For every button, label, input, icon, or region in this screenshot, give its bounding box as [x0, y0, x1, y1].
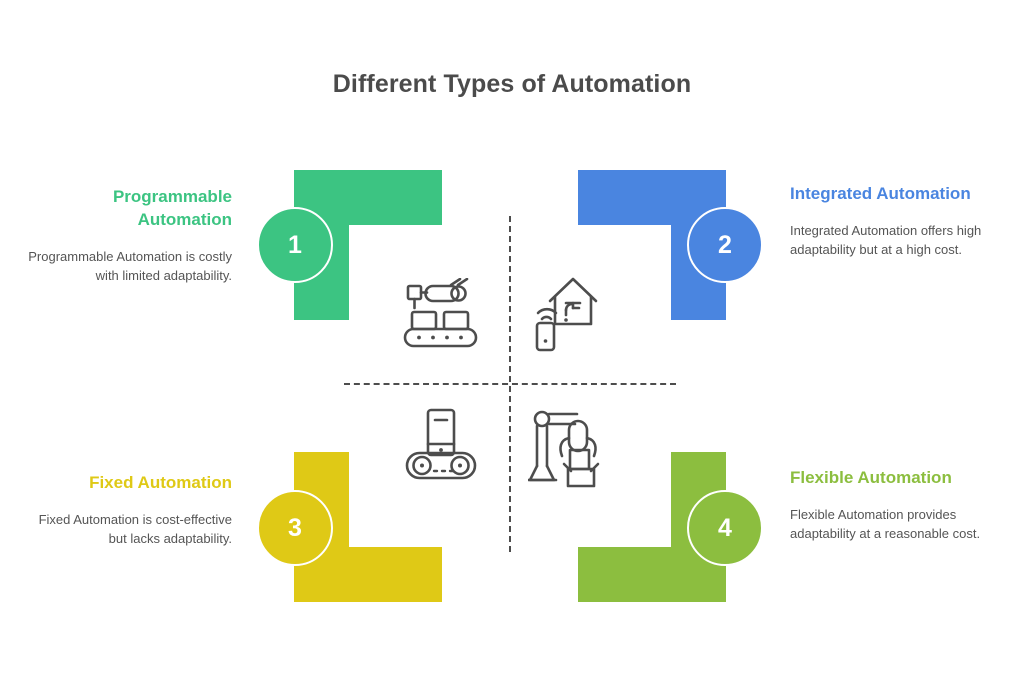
quadrant-number-1: 1 — [288, 230, 302, 259]
quadrant-heading-1: Programmable Automation — [112, 187, 232, 229]
quadrant-number-badge-1[interactable]: 1 — [257, 207, 333, 283]
robot-arm-packing-box-icon — [528, 408, 612, 488]
quadrant-heading-4: Flexible Automation — [790, 468, 952, 487]
quadrant-number-3: 3 — [288, 513, 302, 542]
quadrant-text-programmable: Programmable Automation Programmable Aut… — [27, 186, 232, 286]
quadrant-number-badge-2[interactable]: 2 — [687, 207, 763, 283]
quadrant-heading-2: Integrated Automation — [790, 184, 971, 203]
robotic-arm-conveyor-icon — [403, 278, 479, 350]
quadrant-shape-fixed — [294, 452, 442, 602]
quadrant-number-2: 2 — [718, 230, 732, 259]
quadrant-description-4: Flexible Automation provides adaptabilit… — [790, 506, 981, 541]
quadrant-heading-3: Fixed Automation — [89, 473, 232, 492]
quadrant-number-4: 4 — [718, 513, 732, 542]
smart-home-faucet-icon — [533, 276, 603, 352]
quadrant-description-1: Programmable Automation is costly with l… — [28, 248, 232, 283]
conveyor-machine-icon — [404, 407, 478, 481]
dashed-vertical-divider — [509, 216, 511, 552]
quadrant-text-fixed: Fixed Automation Fixed Automation is cos… — [27, 472, 232, 549]
quadrant-description-3: Fixed Automation is cost-effective but l… — [38, 511, 232, 546]
quadrant-description-2: Integrated Automation offers high adapta… — [790, 222, 982, 257]
quadrant-text-integrated: Integrated Automation Integrated Automat… — [790, 183, 995, 260]
quadrant-number-badge-4[interactable]: 4 — [687, 490, 763, 566]
page-title: Different Types of Automation — [332, 70, 692, 98]
quadrant-text-flexible: Flexible Automation Flexible Automation … — [790, 467, 995, 544]
quadrant-number-badge-3[interactable]: 3 — [257, 490, 333, 566]
